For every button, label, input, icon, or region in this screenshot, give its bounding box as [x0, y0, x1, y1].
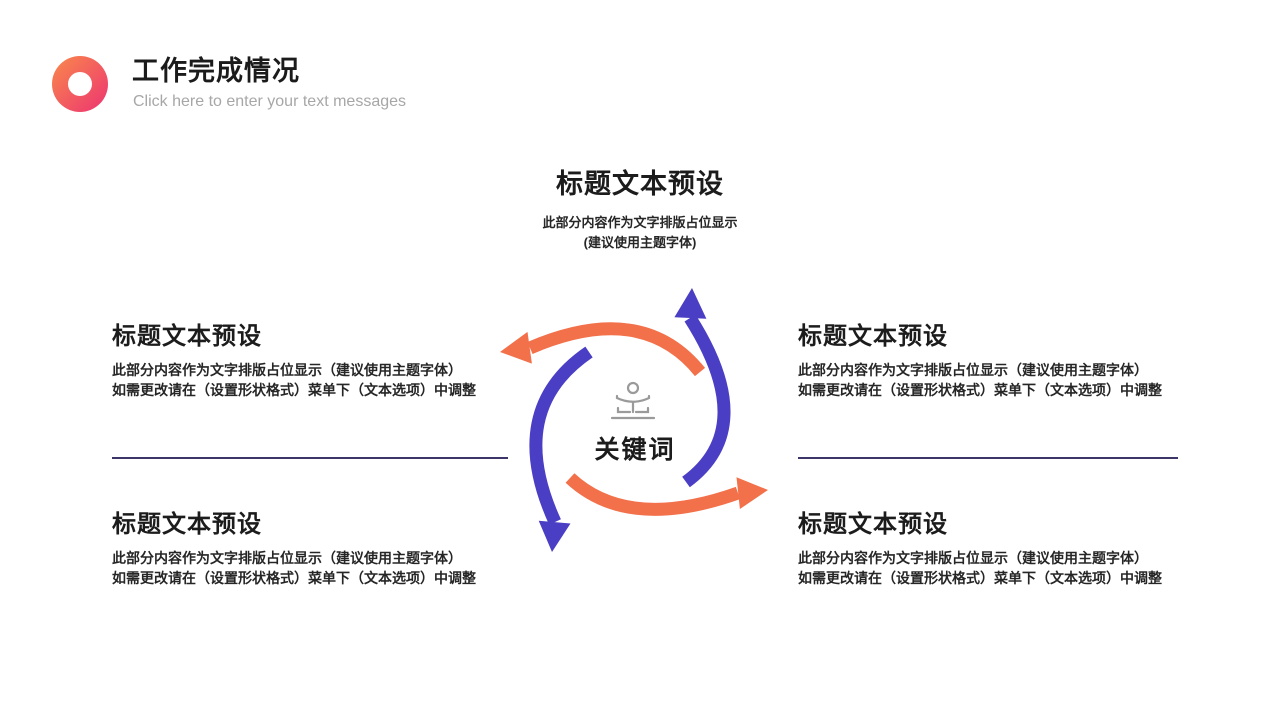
cycle-arrows-diagram — [500, 288, 768, 552]
block-line: 如需更改请在（设置形状格式）菜单下（文本选项）中调整 — [798, 382, 1162, 398]
cycle-arrow-orange-top — [500, 322, 706, 377]
divider-left — [112, 457, 508, 459]
donut-hole — [68, 72, 92, 96]
presenter-podium-icon — [610, 381, 656, 420]
block-line: 此部分内容作为文字排版占位显示（建议使用主题字体） — [112, 550, 462, 566]
cycle-arrow-blue-right — [674, 288, 731, 488]
block-line: 如需更改请在（设置形状格式）菜单下（文本选项）中调整 — [112, 570, 476, 586]
block-line: 此部分内容作为文字排版占位显示（建议使用主题字体） — [798, 550, 1148, 566]
text-block-top[interactable]: 标题文本预设 此部分内容作为文字排版占位显示 (建议使用主题字体) — [437, 166, 843, 253]
block-line: 此部分内容作为文字排版占位显示 — [542, 215, 738, 230]
block-line: 如需更改请在（设置形状格式）菜单下（文本选项）中调整 — [112, 382, 476, 398]
text-block-left-middle[interactable]: 标题文本预设 此部分内容作为文字排版占位显示（建议使用主题字体） 如需更改请在（… — [112, 321, 532, 400]
page-subtitle[interactable]: Click here to enter your text messages — [133, 93, 407, 110]
divider-right — [798, 457, 1178, 459]
cycle-arrow-blue-left — [529, 346, 593, 552]
block-line: 此部分内容作为文字排版占位显示（建议使用主题字体） — [112, 362, 462, 378]
block-line: 如需更改请在（设置形状格式）菜单下（文本选项）中调整 — [798, 570, 1162, 586]
text-block-right-middle[interactable]: 标题文本预设 此部分内容作为文字排版占位显示（建议使用主题字体） 如需更改请在（… — [798, 321, 1218, 400]
gradient-donut-icon — [52, 56, 108, 112]
text-block-left-bottom[interactable]: 标题文本预设 此部分内容作为文字排版占位显示（建议使用主题字体） 如需更改请在（… — [112, 509, 532, 588]
text-block-right-bottom[interactable]: 标题文本预设 此部分内容作为文字排版占位显示（建议使用主题字体） 如需更改请在（… — [798, 509, 1218, 588]
block-title: 标题文本预设 — [556, 169, 724, 199]
page-title: 工作完成情况 — [132, 56, 300, 86]
block-title: 标题文本预设 — [112, 323, 262, 350]
center-keyword[interactable]: 关键词 — [594, 436, 676, 464]
block-title: 标题文本预设 — [112, 511, 262, 538]
cycle-arrow-orange-bottom — [565, 473, 768, 516]
block-line: 此部分内容作为文字排版占位显示（建议使用主题字体） — [798, 362, 1148, 378]
block-line: (建议使用主题字体) — [583, 235, 697, 250]
block-title: 标题文本预设 — [798, 323, 948, 350]
block-title: 标题文本预设 — [798, 511, 948, 538]
